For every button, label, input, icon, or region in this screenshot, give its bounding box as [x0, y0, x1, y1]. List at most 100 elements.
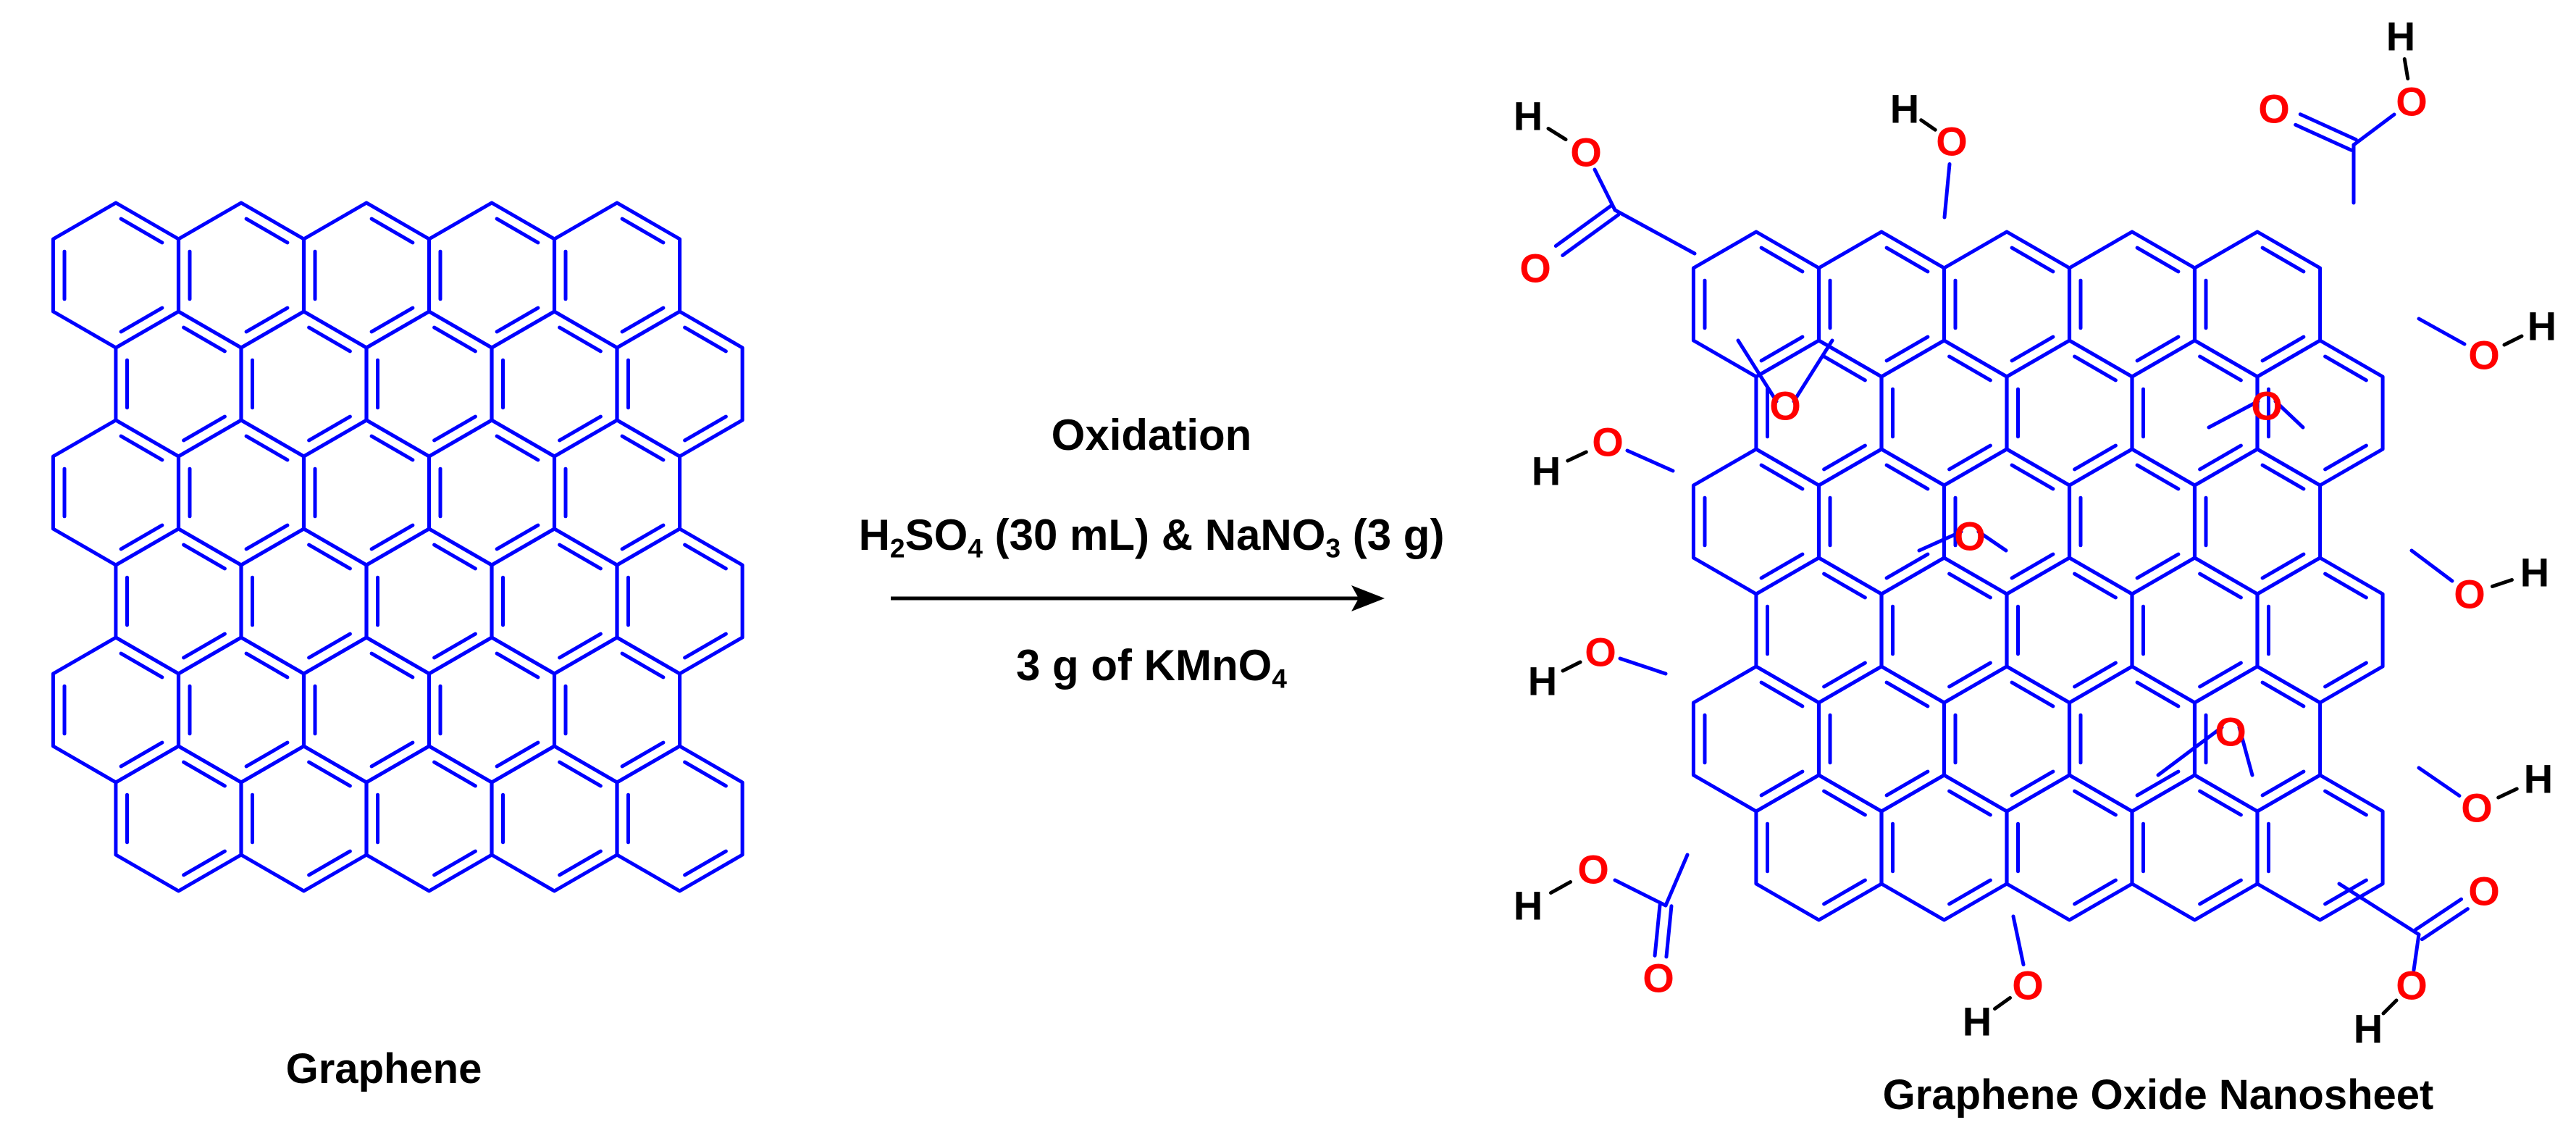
graphene-double-bond	[495, 523, 540, 551]
graphene-double-bond	[307, 849, 352, 877]
bond	[1942, 162, 1952, 219]
graphene-double-bond	[307, 632, 352, 660]
graphene-oxide-ring	[1691, 447, 1821, 596]
graphene-ring	[176, 635, 306, 785]
hydrogen-atom: H	[2527, 304, 2556, 349]
oxygen-atom: O	[2454, 572, 2485, 617]
graphene-oxide-double-bond	[1822, 354, 1867, 382]
graphene-double-bond	[369, 434, 415, 462]
graphene-ring	[239, 309, 369, 459]
graphene-double-bond	[558, 760, 603, 788]
bond	[1653, 903, 1662, 958]
graphene-double-bond	[683, 543, 728, 571]
graphene-oxide-double-bond	[1947, 789, 1992, 817]
oxygen-atom: O	[2461, 785, 2493, 831]
graphene-oxide-ring	[2192, 447, 2323, 596]
bond	[2417, 766, 2462, 798]
graphene-oxide-ring	[2192, 664, 2323, 814]
reactant-label: Graphene	[285, 1045, 482, 1092]
graphene-oxide-double-bond	[1947, 572, 1992, 600]
graphene-double-bond	[182, 543, 227, 571]
bond	[1625, 448, 1675, 473]
graphene-oxide-double-bond	[1822, 661, 1867, 689]
graphene-ring	[552, 418, 682, 567]
graphene-double-bond	[369, 651, 415, 679]
graphene-ring	[114, 527, 243, 676]
bond	[2417, 317, 2467, 346]
graphene-ring	[239, 527, 369, 676]
graphene-ring	[301, 635, 432, 785]
graphene-oxide-ring	[2255, 773, 2385, 922]
graphene-oxide-double-bond	[2198, 443, 2243, 472]
graphene-double-bond	[119, 740, 164, 769]
graphene-oxide-ring	[2192, 230, 2323, 379]
graphene-double-bond	[244, 740, 290, 769]
graphene-oxide-ring	[2067, 230, 2197, 379]
graphene-double-bond	[307, 543, 352, 571]
graphene-oxide-double-bond	[2135, 246, 2181, 274]
graphene-oxide-double-bond	[2198, 572, 2243, 600]
graphene-double-bond	[620, 740, 666, 769]
oh-bond	[1993, 996, 2012, 1011]
graphene-oxide-ring	[1816, 664, 1947, 814]
hydrogen-atom: H	[2520, 550, 2549, 595]
graphene-oxide-double-bond	[1822, 878, 1867, 906]
graphene-double-bond	[432, 325, 477, 354]
bond	[2351, 112, 2396, 147]
graphene-double-bond	[244, 651, 290, 679]
graphene-ring	[427, 635, 557, 785]
oxygen-atom: O	[2012, 963, 2044, 1008]
graphene-ring	[490, 527, 619, 676]
graphene-oxide-ring	[2005, 556, 2134, 705]
oh-bond	[1561, 660, 1582, 673]
graphene-oxide-double-bond	[2135, 335, 2181, 363]
graphene-oxide-ring	[1754, 773, 1884, 922]
graphene-double-bond	[182, 849, 227, 877]
graphene-oxide-double-bond	[2323, 443, 2368, 472]
graphene-double-bond	[683, 849, 728, 877]
graphene-oxide-double-bond	[2198, 878, 2243, 906]
graphene-oxide-double-bond	[1884, 246, 1930, 274]
hydrogen-atom: H	[1514, 93, 1543, 139]
graphene-oxide-double-bond	[1884, 552, 1930, 580]
graphene-oxide-double-bond	[2323, 572, 2368, 600]
bond	[2273, 399, 2305, 430]
graphene-oxide-ring	[2130, 773, 2260, 922]
oh-bond	[2502, 334, 2524, 347]
bond	[1976, 530, 2008, 553]
graphene-oxide-structure	[1691, 230, 2385, 922]
graphene-double-bond	[432, 849, 477, 877]
graphene-oxide-double-bond	[1759, 552, 1805, 580]
graphene-double-bond	[558, 414, 603, 443]
oh-bond	[1549, 880, 1572, 895]
reaction-step-label: Oxidation	[1051, 411, 1252, 459]
graphene-oxide-double-bond	[2010, 680, 2055, 708]
hydrogen-atom: H	[1963, 999, 1992, 1045]
graphene-ring	[51, 201, 181, 350]
graphene-oxide-double-bond	[2073, 661, 2118, 689]
graphene-double-bond	[182, 414, 227, 443]
graphene-double-bond	[683, 632, 728, 660]
oxygen-atom: O	[2215, 709, 2246, 755]
bond	[1618, 656, 1668, 676]
graphene-oxide-ring	[1754, 556, 1884, 705]
graphene-oxide-double-bond	[2198, 661, 2243, 689]
graphene-oxide-double-bond	[2073, 572, 2118, 600]
graphene-oxide-double-bond	[1884, 769, 1930, 798]
graphene-double-bond	[119, 651, 164, 679]
graphene-ring	[114, 309, 243, 459]
oxygen-atom: O	[1769, 383, 1801, 429]
graphene-oxide-double-bond	[1759, 769, 1805, 798]
bond	[2011, 914, 2026, 966]
oxygen-atom: O	[1936, 119, 1968, 164]
graphene-oxide-ring	[1816, 230, 1947, 379]
oxygen-atom: O	[1577, 847, 1609, 892]
graphene-double-bond	[432, 632, 477, 660]
bond	[1917, 530, 1963, 553]
graphene-oxide-double-bond	[2260, 246, 2306, 274]
graphene-oxide-double-bond	[2323, 661, 2368, 689]
oxygen-atom: O	[1519, 246, 1551, 291]
reaction-arrow	[891, 585, 1385, 611]
graphene-oxide-ring	[2255, 556, 2385, 705]
